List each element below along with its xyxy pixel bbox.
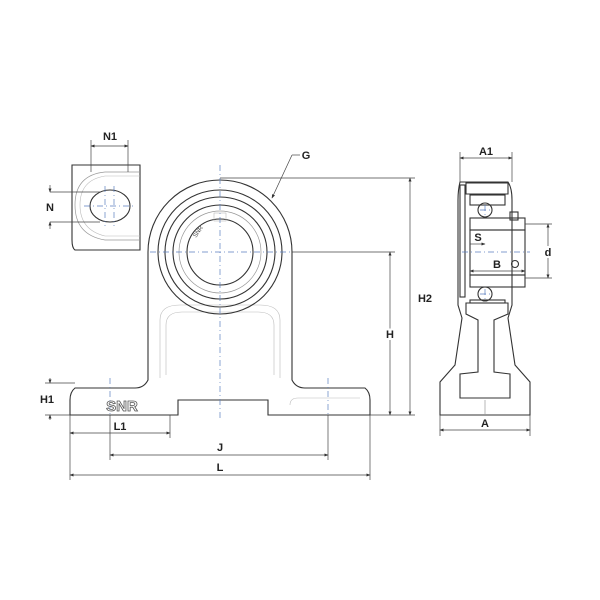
label-j: J [217, 442, 223, 454]
side-section-view [439, 181, 531, 416]
label-g: G [302, 150, 311, 162]
label-s: S [474, 232, 481, 244]
label-l: L [217, 462, 224, 474]
dimension-labels: N1 N G H2 H H1 L1 J L A1 A S B d [40, 131, 553, 474]
dimension-lines [45, 140, 552, 480]
snr-logo: SNR [106, 398, 138, 415]
bearing-marking: SNR [193, 225, 206, 239]
label-a1: A1 [479, 146, 493, 158]
label-b: B [493, 259, 501, 271]
label-a: A [481, 418, 489, 430]
label-d: d [545, 247, 552, 259]
label-h1: H1 [40, 394, 54, 406]
foot-slot-detail-view [71, 164, 141, 251]
label-h: H [386, 329, 394, 341]
label-n1: N1 [103, 131, 117, 143]
front-view: SNR SNR [69, 165, 371, 420]
label-h2: H2 [418, 293, 432, 305]
label-l1: L1 [114, 421, 127, 433]
label-n: N [46, 202, 54, 214]
